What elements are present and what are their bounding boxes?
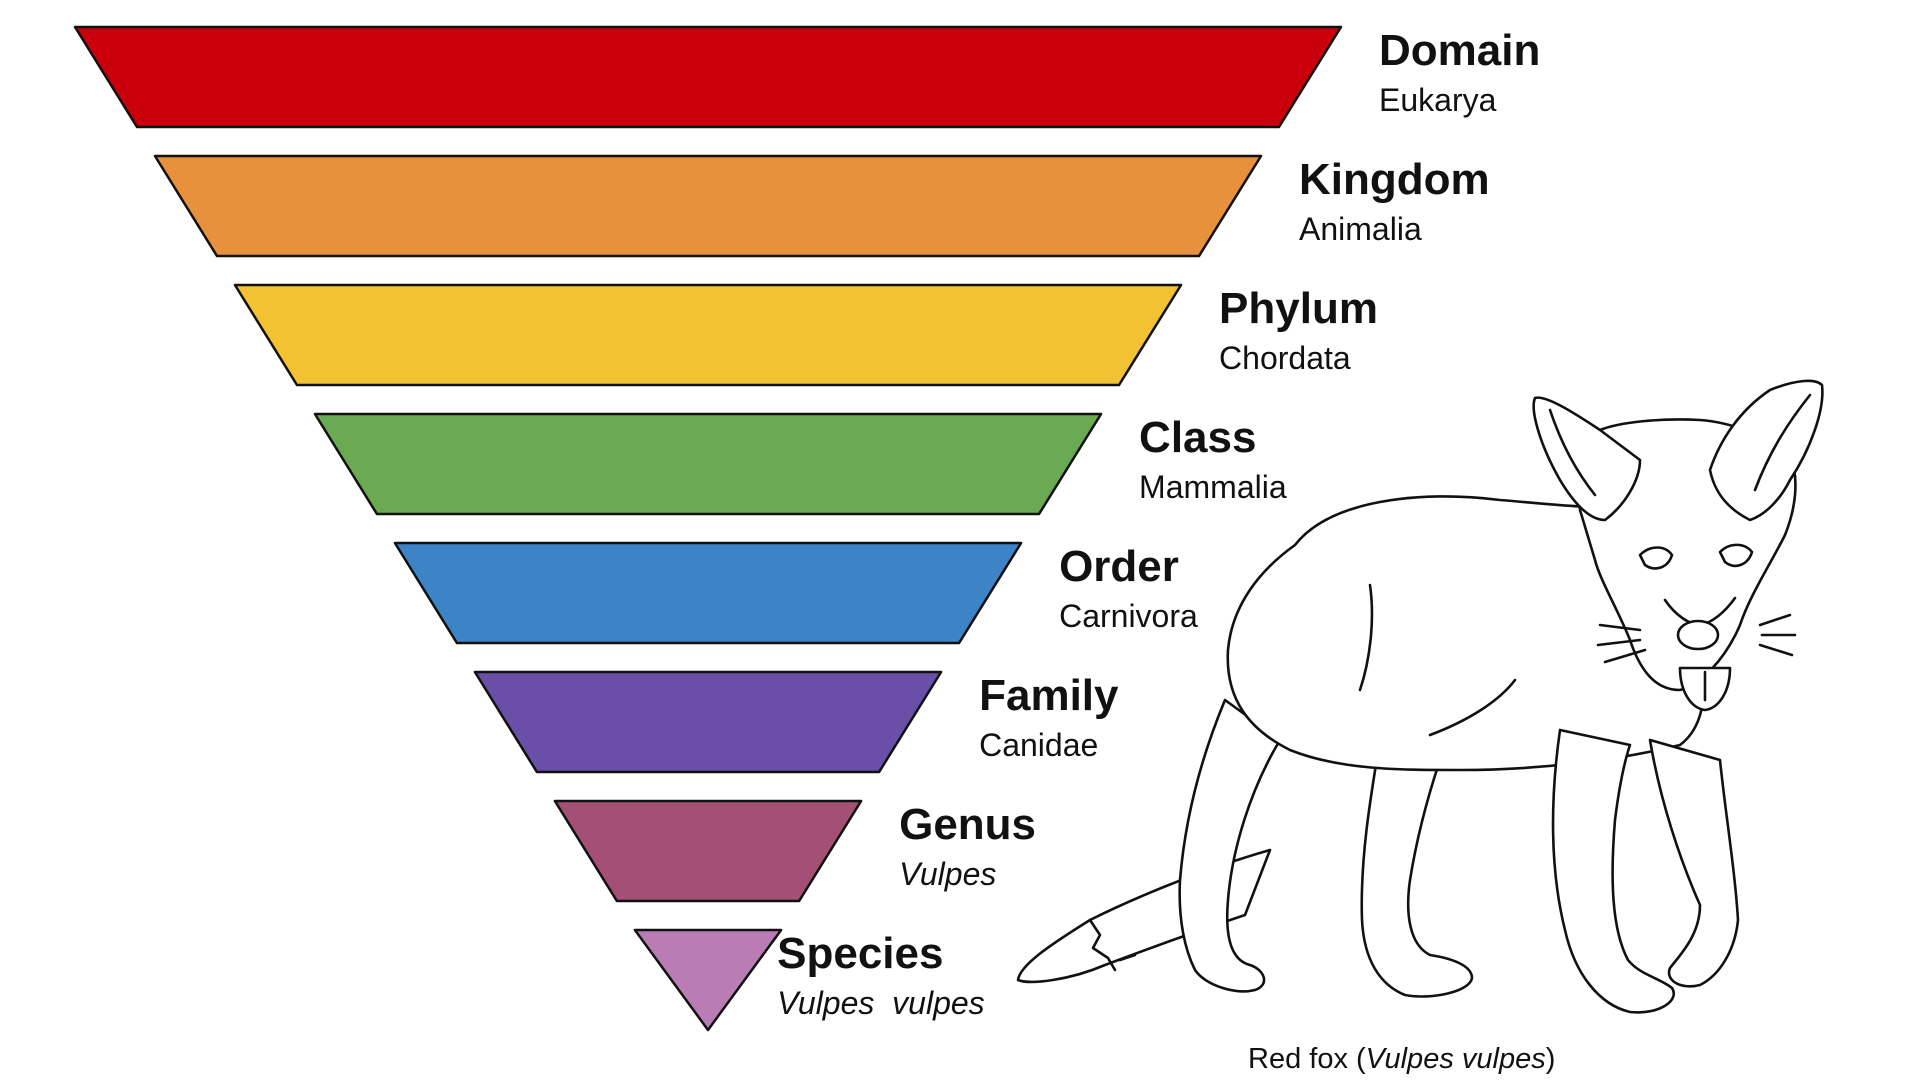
rank-name-family: Family (979, 671, 1119, 720)
rank-labels: DomainEukaryaKingdomAnimaliaPhylumChorda… (777, 26, 1540, 1021)
rank-band-order (393, 541, 1023, 645)
rank-band-genus (553, 799, 863, 903)
rank-taxon-kingdom: Animalia (1299, 211, 1422, 247)
rank-band-family (473, 670, 943, 774)
rank-name-kingdom: Kingdom (1299, 155, 1490, 204)
rank-band-phylum (233, 283, 1183, 387)
rank-name-genus: Genus (899, 800, 1036, 849)
rank-taxon-order: Carnivora (1059, 598, 1198, 634)
rank-taxon-family: Canidae (979, 727, 1098, 763)
rank-name-domain: Domain (1379, 26, 1540, 75)
rank-taxon-genus: Vulpes (899, 856, 996, 892)
rank-name-order: Order (1059, 542, 1179, 591)
red-fox-illustration (1016, 379, 1824, 1014)
rank-name-species: Species (777, 929, 943, 978)
fox-body (1226, 495, 1706, 772)
fox-ear-left (1532, 396, 1642, 522)
taxonomy-pyramid (73, 25, 1343, 1032)
rank-name-class: Class (1139, 413, 1256, 462)
fox-eye-right (1718, 543, 1754, 568)
rank-band-domain (73, 25, 1343, 129)
rank-taxon-class: Mammalia (1139, 469, 1287, 505)
rank-name-phylum: Phylum (1219, 284, 1378, 333)
fox-back-leg-left (1178, 698, 1282, 993)
rank-taxon-domain: Eukarya (1379, 82, 1497, 118)
fox-front-leg-left (1551, 728, 1675, 1014)
rank-band-class (313, 412, 1103, 516)
fox-whiskers (1596, 613, 1797, 664)
fox-back-leg-right (1360, 738, 1474, 998)
rank-band-species (633, 928, 783, 1032)
rank-taxon-species: Vulpes vulpes (777, 985, 985, 1021)
rank-taxon-phylum: Chordata (1219, 340, 1351, 376)
rank-band-kingdom (153, 154, 1263, 258)
fox-front-leg-right (1648, 738, 1740, 988)
illustration-caption: Red fox (Vulpes vulpes) (1248, 1043, 1555, 1075)
fox-eye-left (1638, 546, 1674, 570)
fox-nose (1676, 619, 1720, 651)
